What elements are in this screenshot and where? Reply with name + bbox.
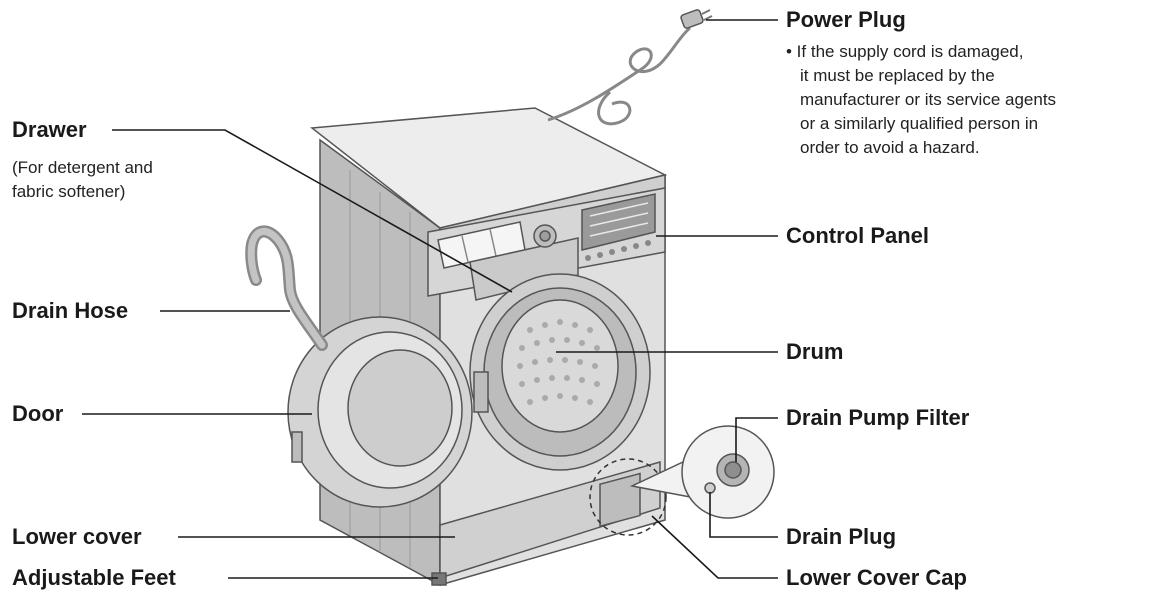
leader-drawer: [112, 129, 513, 293]
door-hinge: [473, 371, 489, 413]
power-plug-note-line-5: order to avoid a hazard.: [800, 138, 980, 157]
label-power-plug: Power Plug: [786, 7, 906, 32]
drawer-note-line-1: (For detergent and: [12, 158, 153, 177]
label-control-panel: Control Panel: [786, 223, 930, 248]
label-drain-hose: Drain Hose: [12, 298, 129, 323]
adjustable-foot-illustration: [431, 572, 447, 586]
drum-illustration: [501, 299, 619, 433]
washing-machine-illustration: [245, 9, 775, 587]
label-adjustable-feet: Adjustable Feet: [12, 565, 176, 590]
drain-plug-illustration: [704, 482, 716, 494]
power-plug-note-line-4: or a similarly qualified person in: [800, 114, 1039, 133]
lower-cover-cap-illustration: [599, 472, 641, 528]
label-drum: Drum: [786, 339, 844, 364]
leader-drain-plug: [709, 492, 778, 538]
display-screen: [581, 193, 656, 251]
leader-lower-cover-cap: [651, 515, 778, 579]
lower-cover-cap-highlight: [589, 458, 667, 536]
label-lower-cover: Lower cover: [12, 524, 142, 549]
power-plug-note-line-2: it must be replaced by the: [800, 66, 995, 85]
label-door: Door: [12, 401, 64, 426]
label-drain-pump-filter: Drain Pump Filter: [786, 405, 970, 430]
label-drawer: Drawer: [12, 117, 87, 142]
label-drain-plug: Drain Plug: [786, 524, 897, 549]
label-lower-cover-cap: Lower Cover Cap: [786, 565, 967, 590]
power-plug-note-line-3: manufacturer or its service agents: [800, 90, 1057, 109]
door-handle: [291, 431, 303, 463]
power-cord-illustration: [547, 26, 691, 122]
drawer-note-line-2: fabric softener): [12, 182, 126, 201]
leader-drain-pump-filter: [735, 417, 778, 462]
power-plug-note-line-1: • If the supply cord is damaged,: [786, 42, 1024, 61]
leader-lines: [82, 19, 778, 579]
power-plug-illustration: [680, 9, 704, 29]
